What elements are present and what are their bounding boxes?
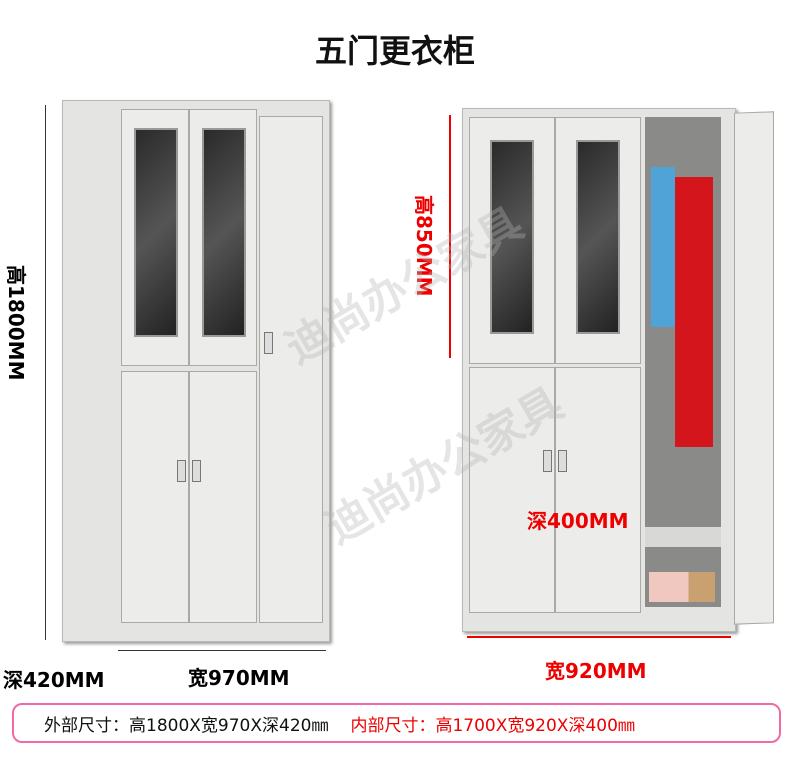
inner-width-line <box>467 636 731 638</box>
shirt <box>651 167 675 327</box>
inner-dimensions: 内部尺寸：高1700X宽920X深400㎜ <box>350 715 635 736</box>
glass-door-right <box>555 117 641 364</box>
inner-height-line <box>449 115 451 358</box>
product-title: 五门更衣柜 <box>314 32 475 70</box>
glass-door-right <box>189 109 257 366</box>
red-coat <box>675 177 713 447</box>
right-cabinet <box>462 108 736 632</box>
height-dimension-line <box>45 105 46 640</box>
left-cabinet <box>62 100 330 642</box>
shoes <box>649 572 715 602</box>
left-height-label: 高1800MM <box>4 265 28 381</box>
lower-door-right <box>189 371 257 623</box>
tall-door <box>259 116 323 623</box>
glass-door-left <box>121 109 189 366</box>
left-width-label: 宽970MM <box>188 666 290 690</box>
width-dimension-line <box>118 650 326 651</box>
glass-door-left <box>469 117 555 364</box>
lower-door-right <box>555 367 641 613</box>
left-depth-label: 深420MM <box>3 668 105 692</box>
right-depth-label: 深400MM <box>527 509 629 533</box>
lower-door-left <box>121 371 189 623</box>
open-door <box>734 111 774 625</box>
right-width-label: 宽920MM <box>545 659 647 683</box>
spec-bar: 外部尺寸：高1800X宽970X深420㎜ 内部尺寸：高1700X宽920X深4… <box>12 703 781 743</box>
outer-dimensions: 外部尺寸：高1800X宽970X深420㎜ <box>44 715 329 736</box>
open-wardrobe-interior <box>645 117 721 607</box>
lower-door-left <box>469 367 555 613</box>
shelf <box>645 527 721 547</box>
